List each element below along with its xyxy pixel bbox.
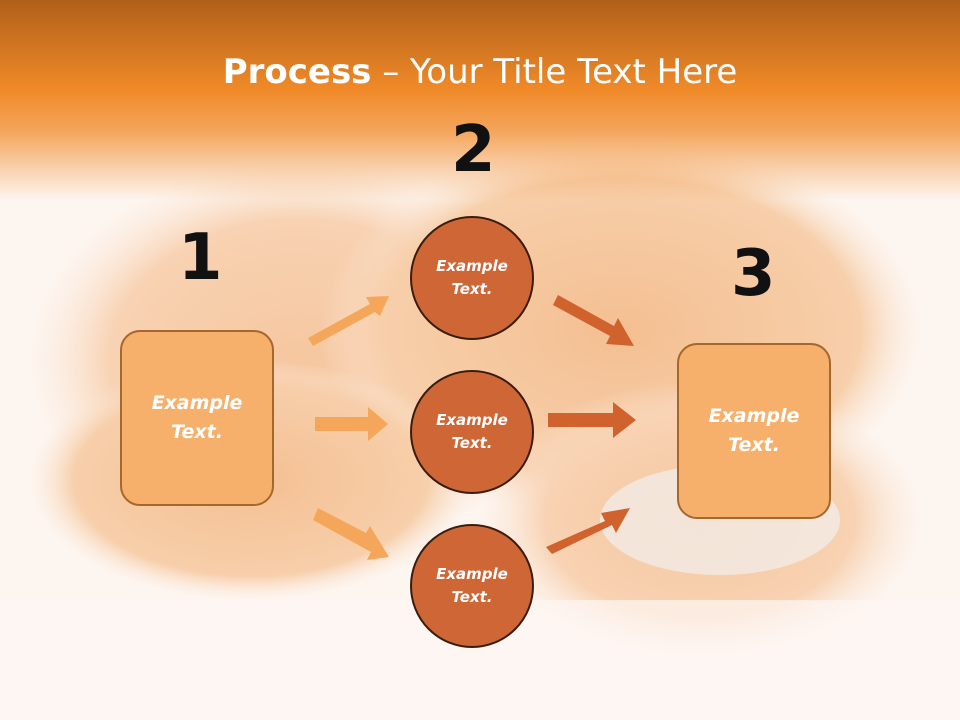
title-rest: – Your Title Text Here — [371, 52, 738, 92]
arrow-right-up-2 — [546, 508, 630, 554]
step-number-2: 2 — [451, 113, 496, 187]
arrow-right-up-1 — [308, 296, 389, 346]
arrow-right-1 — [315, 407, 388, 441]
step-2-circle-3: Example Text. — [410, 524, 534, 648]
title-bold: Process — [222, 52, 372, 92]
step-3-box: Example Text. — [677, 343, 831, 519]
step-2-circle-2: Example Text. — [410, 370, 534, 494]
step-number-3: 3 — [731, 237, 776, 311]
header-band — [0, 0, 960, 200]
step-1-box: Example Text. — [120, 330, 274, 506]
arrow-right-2 — [548, 402, 636, 438]
arrow-right-down-1 — [313, 508, 389, 560]
arrow-right-down-2 — [553, 295, 634, 346]
step-number-1: 1 — [178, 221, 223, 295]
step-2-circle-1: Example Text. — [410, 216, 534, 340]
slide-title: Process – Your Title Text Here — [0, 52, 960, 92]
